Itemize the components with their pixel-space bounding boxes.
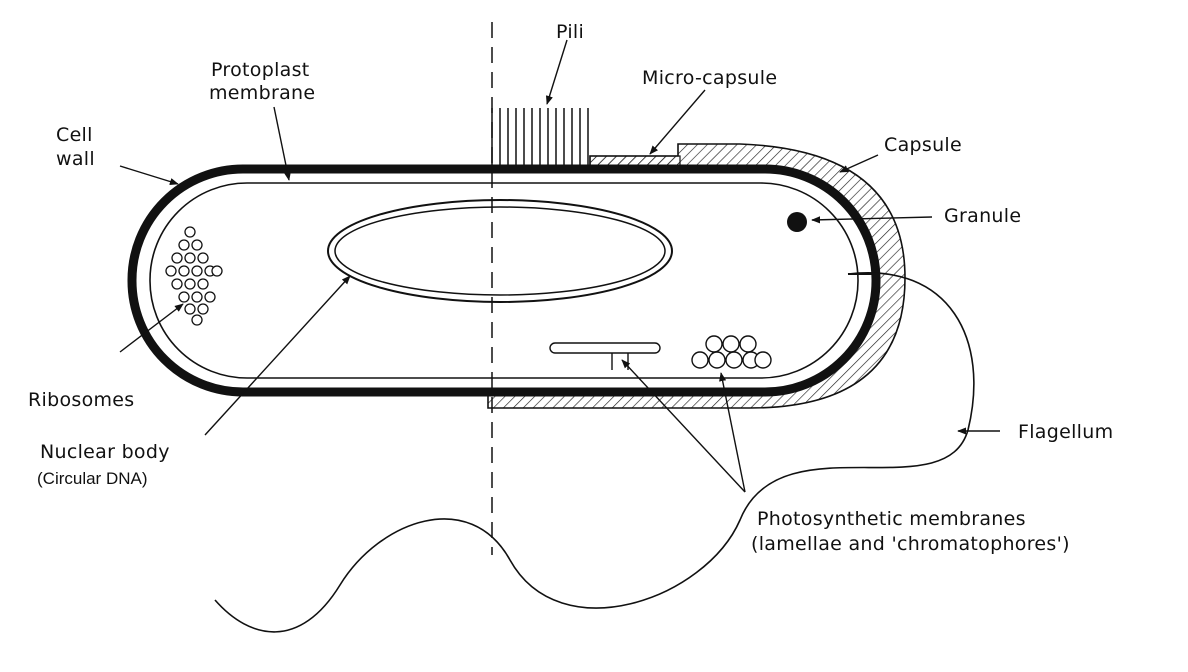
pili [491,108,589,165]
label-micro-capsule: Micro-capsule [642,67,778,89]
label-ribosomes: Ribosomes [28,389,135,411]
protoplast-membrane [149,182,859,379]
label-capsule: Capsule [884,134,962,156]
chromatophores [691,335,772,369]
label-flagellum: Flagellum [1018,421,1114,443]
granule [787,212,807,232]
photosynthetic-lamella [549,342,661,370]
label-photosynthetic-line2: (lamellae and 'chromatophores') [751,533,1070,555]
label-nuclear-body: Nuclear body [40,441,170,463]
nuclear-body [327,199,673,303]
flagellum [214,272,975,633]
leader-lines [119,39,1000,493]
label-pili: Pili [556,21,585,43]
ribosomes [165,226,223,326]
label-cell-wall-line2: wall [56,148,95,170]
label-granule: Granule [944,205,1022,227]
label-photosynthetic-line1: Photosynthetic membranes [757,508,1026,530]
cell-wall [127,164,881,397]
label-cell-wall-line1: Cell [56,124,93,146]
label-protoplast-membrane-line1: Protoplast [211,59,310,81]
label-protoplast-membrane-line2: membrane [209,82,316,104]
label-circular-dna: (Circular DNA) [37,469,148,488]
